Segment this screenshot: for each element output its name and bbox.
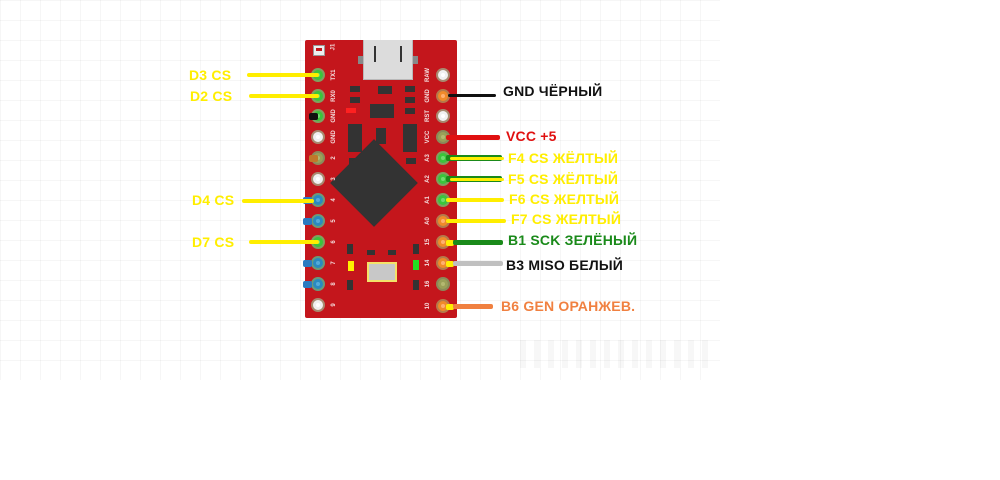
smd-component (378, 86, 392, 94)
wire-vcc-red (446, 135, 500, 140)
smd-component (413, 280, 419, 290)
pin-label: TX1 (331, 69, 337, 81)
smd-component (376, 128, 386, 144)
led-yellow (348, 261, 354, 271)
pin-label: GND (331, 109, 337, 123)
wire-d4 (242, 199, 314, 203)
smd-component (405, 86, 415, 92)
wire-stub-black (309, 113, 318, 120)
smd-component (350, 86, 360, 92)
usb-lug-left (358, 56, 363, 64)
pin-label: 10 (425, 302, 431, 310)
wire-15-green (453, 240, 503, 245)
pin-label: A1 (425, 196, 431, 204)
label-f6-cs: F6 CS ЖЕЛТЫЙ (509, 191, 620, 207)
jumper-j1 (313, 45, 325, 56)
label-f4-cs: F4 CS ЖЁЛТЫЙ (508, 150, 619, 166)
smd-component (405, 97, 415, 103)
pin-label: 5 (331, 219, 337, 223)
pin-label: 7 (331, 261, 337, 265)
pin-label: 15 (425, 238, 431, 246)
pin-label: A3 (425, 154, 431, 162)
pin-label: 3 (331, 177, 337, 181)
wire-d3 (247, 73, 319, 77)
smd-component (350, 97, 360, 103)
smd-component (405, 108, 415, 114)
label-b1-sck: B1 SCK ЗЕЛЁНЫЙ (508, 232, 638, 248)
wire-a3-yellow (450, 157, 504, 160)
label-d3-cs: D3 CS (189, 67, 232, 83)
pin-16 (436, 277, 450, 291)
wire-a1-yellow (446, 198, 504, 202)
pin-label: GND (425, 89, 431, 103)
usb-lug-right (413, 56, 418, 64)
pin-label: 8 (331, 282, 337, 286)
pin-label: 9 (331, 303, 337, 307)
pin-label: 2 (331, 156, 337, 160)
label-f7-cs: F7 CS ЖЕЛТЫЙ (511, 211, 622, 227)
pin-label: VCC (425, 130, 431, 144)
smd-component (413, 244, 419, 254)
capacitor (403, 124, 417, 152)
smd-component (347, 280, 353, 290)
pin-gnd-left-2 (311, 130, 325, 144)
pin-label: GND (331, 130, 337, 144)
pin-label: 16 (425, 280, 431, 288)
wire-d2 (249, 94, 319, 98)
label-b3-miso: B3 MISO БЕЛЫЙ (506, 257, 624, 273)
wire-14-white (453, 261, 503, 266)
smd-component (367, 250, 375, 255)
pin-label: 14 (425, 259, 431, 267)
wire-10-orange (453, 304, 493, 309)
regulator (370, 104, 394, 118)
wire-stub-blue (303, 281, 312, 288)
label-f5-cs: F5 CS ЖЁЛТЫЙ (508, 171, 619, 187)
wire-a2-yellow (450, 178, 504, 181)
pin-raw (436, 68, 450, 82)
pin-vcc (436, 130, 450, 144)
pin-9 (311, 298, 325, 312)
wire-10-stub (446, 304, 454, 310)
led-red (346, 108, 356, 113)
led-green (413, 260, 419, 270)
smd-component (406, 158, 416, 164)
wire-gnd-black (448, 94, 496, 97)
label-d7-cs: D7 CS (192, 234, 235, 250)
label-d4-cs: D4 CS (192, 192, 235, 208)
faint-artifact (520, 340, 710, 368)
pin-label: RX0 (331, 90, 337, 102)
capacitor (348, 124, 362, 152)
pin-label: RST (425, 110, 431, 122)
usb-connector (363, 40, 413, 80)
pin-3 (311, 172, 325, 186)
silkscreen-j1: J1 (330, 43, 337, 51)
wire-stub-orange (309, 155, 318, 162)
label-b6-gen: B6 GEN ОРАНЖЕВ. (501, 298, 636, 314)
pin-label: 6 (331, 240, 337, 244)
wire-14-stub (446, 261, 454, 267)
pin-label: RAW (425, 68, 431, 82)
reset-button (367, 262, 397, 282)
wire-15-stub (446, 240, 454, 246)
pin-7 (311, 256, 325, 270)
wire-a0-yellow (446, 219, 506, 223)
pin-label: 4 (331, 198, 337, 202)
smd-component (347, 244, 353, 254)
pin-label: A0 (425, 217, 431, 225)
wire-stub-blue (303, 260, 312, 267)
wire-d7 (249, 240, 319, 244)
label-vcc: VCC +5 (506, 128, 557, 144)
label-gnd-black: GND ЧЁРНЫЙ (503, 83, 603, 99)
wire-stub-blue (303, 218, 312, 225)
pin-5 (311, 214, 325, 228)
pin-rst (436, 109, 450, 123)
label-d2-cs: D2 CS (190, 88, 233, 104)
pin-8 (311, 277, 325, 291)
pin-label: A2 (425, 175, 431, 183)
pin-a2 (436, 172, 450, 186)
smd-component (388, 250, 396, 255)
